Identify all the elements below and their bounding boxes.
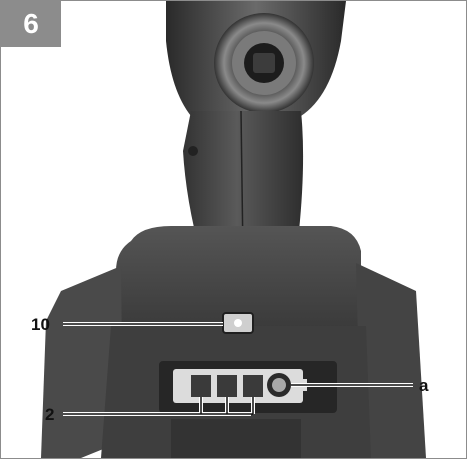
base-upper [116, 226, 361, 331]
callout-worklight: 10 [31, 315, 50, 334]
callout-charge-button: a [419, 376, 429, 395]
socket-hex-highlight [253, 53, 275, 73]
figure-number-badge: 6 [1, 1, 61, 47]
callout-charge-indicator: 2 [45, 405, 55, 424]
base-right-wing [356, 263, 426, 458]
charge-led-3 [243, 375, 263, 397]
battery-release [171, 419, 301, 458]
handle [183, 111, 304, 256]
charge-check-button-face [272, 378, 286, 392]
charge-led-2 [217, 375, 237, 397]
charge-led-1 [191, 375, 211, 397]
worklight-led [234, 319, 242, 327]
handle-screw [188, 146, 198, 156]
base-left-wing [41, 266, 123, 458]
leader-line-indicator [63, 397, 254, 415]
